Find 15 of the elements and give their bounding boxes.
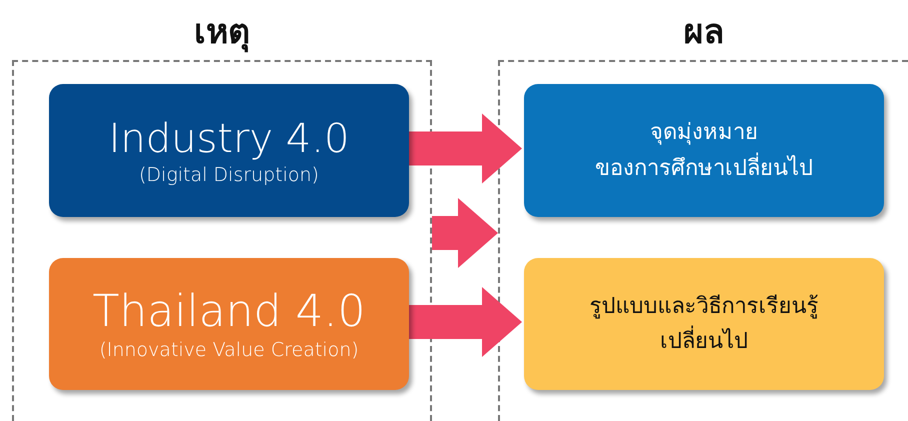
info-box [524,258,884,390]
section-heading: เหตุ [194,11,250,54]
box-title: Industry 4.0 [108,116,350,162]
block-arrow [432,198,498,268]
info-box [49,84,409,217]
box-text: จุดมุ่งหมาย ของการศึกษาเปลี่ยนไป [595,119,813,182]
block-arrow [407,114,522,184]
box-subtitle: (Digital Disruption) [139,164,319,186]
section-heading: ผล [684,11,724,54]
block-arrow [407,287,522,357]
info-box [49,258,409,390]
box-text: รูปแบบและวิธีการเรียนรู้ เปลี่ยนไป [590,292,818,356]
info-box [524,84,884,217]
box-subtitle: (Innovative Value Creation) [99,339,359,362]
box-title: Thailand 4.0 [92,286,366,338]
